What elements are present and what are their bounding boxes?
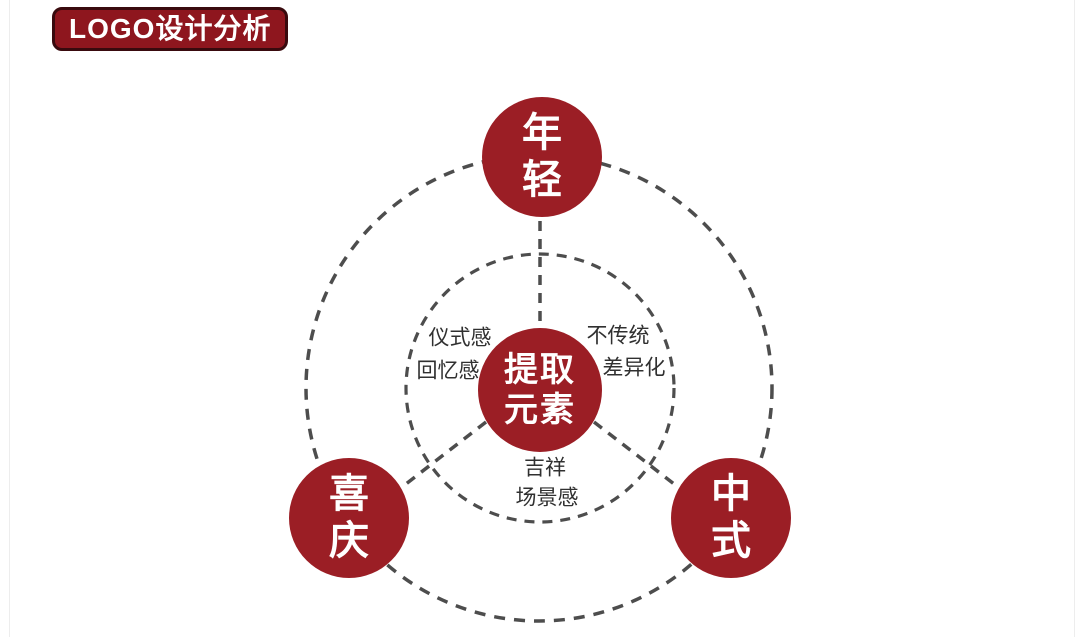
- node-extract-line2: 元素: [504, 391, 576, 429]
- page-title: LOGO设计分析: [52, 7, 289, 51]
- keyword-ritual-sense: 仪式感: [428, 326, 492, 350]
- node-chinese-style: 中式: [671, 458, 791, 578]
- keyword-memory-sense: 回忆感: [416, 359, 480, 383]
- inner-dashed-ring: [404, 252, 676, 524]
- keyword-auspicious: 吉祥: [524, 456, 566, 480]
- node-chinese-style-label: 中式: [711, 471, 751, 563]
- keyword-differentiation: 差异化: [602, 356, 666, 380]
- page-title-label: LOGO设计分析: [69, 13, 272, 44]
- spoke-bottom-left: [400, 420, 488, 489]
- keyword-scene-sense: 场景感: [515, 486, 579, 510]
- node-extract-line1: 提取: [504, 351, 576, 389]
- node-extract-elements: 提取 元素: [478, 328, 602, 452]
- right-edge-divider: [1074, 0, 1075, 637]
- keyword-untraditional: 不传统: [586, 324, 650, 348]
- node-young-label: 年轻: [522, 110, 562, 202]
- node-young: 年轻: [482, 97, 602, 217]
- node-festive-label: 喜庆: [329, 471, 369, 563]
- node-festive: 喜庆: [289, 458, 409, 578]
- left-edge-divider: [9, 0, 10, 637]
- outer-dashed-ring: [304, 153, 774, 623]
